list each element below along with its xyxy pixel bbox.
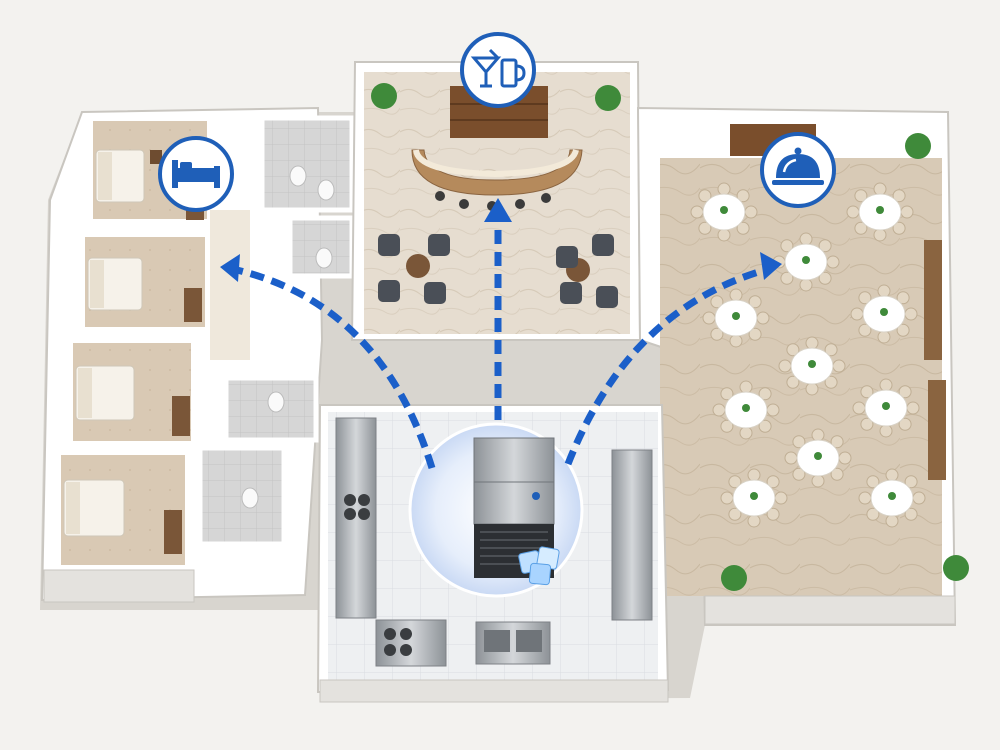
lounge-seating-left — [378, 234, 450, 304]
badge-bedroom — [158, 136, 234, 212]
arrow-to-bedrooms — [227, 264, 436, 470]
kitchen-left-counter — [335, 417, 377, 619]
wing-front-wall — [43, 569, 195, 603]
banquet-table — [846, 182, 914, 242]
badge-bar — [460, 32, 536, 108]
banquet-table — [690, 182, 758, 242]
banquet-table — [858, 468, 926, 528]
potted-plants-bar — [371, 83, 621, 111]
banquet-hall — [636, 106, 969, 626]
arrowheads — [220, 198, 782, 282]
bar-lounge — [350, 61, 642, 341]
kitchen-range — [375, 619, 447, 667]
corridor — [210, 210, 250, 360]
banquet-table — [712, 380, 780, 440]
ice-machine-icon — [473, 437, 555, 578]
banquet-table — [850, 284, 918, 344]
banquet-table — [772, 232, 840, 292]
buffet-counter-right — [924, 240, 942, 360]
bedroom-1 — [87, 115, 213, 225]
banquet-front-wall — [704, 595, 956, 625]
banquet-tables — [690, 182, 926, 528]
flow-arrows — [227, 218, 773, 470]
left-wing-bedrooms — [40, 106, 355, 603]
banquet-table — [784, 428, 852, 488]
arrowhead-bedrooms — [220, 254, 240, 282]
bed-icon — [172, 160, 220, 188]
badge-banquet — [760, 132, 836, 208]
banquet-table — [720, 468, 788, 528]
bedroom-2 — [79, 231, 211, 333]
potted-plants-banquet — [721, 133, 969, 591]
kitchen-right-counter — [611, 449, 653, 621]
ice-cubes-icon — [518, 546, 560, 586]
bedroom-4 — [55, 449, 191, 571]
arrowhead-banquet — [760, 252, 782, 280]
ice-machine-spotlight — [408, 422, 584, 598]
food-cloche-icon — [772, 147, 824, 185]
cocktail-beer-icon — [470, 48, 526, 88]
bar-counter — [411, 149, 583, 196]
banquet-table — [778, 336, 846, 396]
banquet-table — [852, 378, 920, 438]
banquet-table — [702, 288, 770, 348]
arrowhead-bar — [484, 198, 512, 222]
bedroom-3 — [67, 337, 197, 447]
kitchen-front-wall — [319, 679, 669, 703]
bathrooms — [197, 115, 355, 547]
lounge-seating-right — [556, 234, 618, 308]
